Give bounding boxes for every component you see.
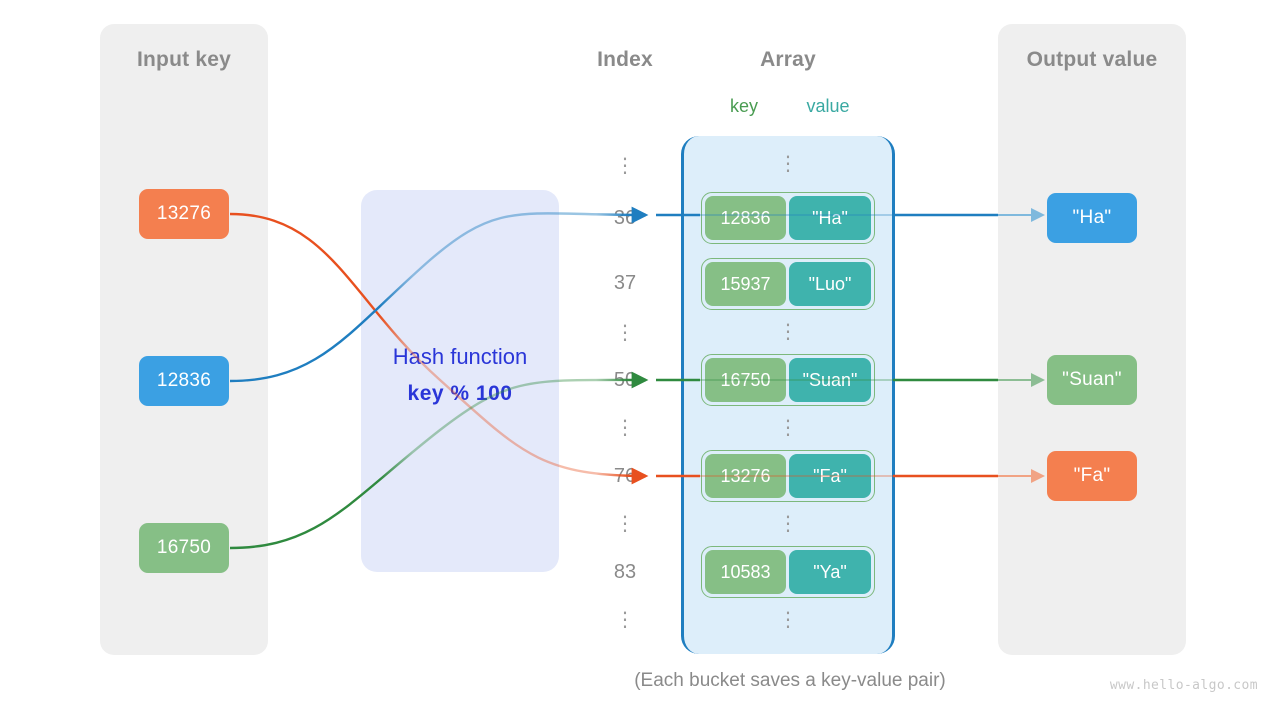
- output-value-chip-suan[interactable]: "Suan": [1047, 355, 1137, 405]
- bucket-key-cell: 10583: [705, 550, 786, 594]
- index-dots-top: ⋮: [615, 155, 635, 177]
- array-container: ⋮ ⋮ ⋮ ⋮ ⋮ 12836 "Ha" 15937 "Luo" 16750 "…: [681, 136, 895, 654]
- bucket-key-cell: 16750: [705, 358, 786, 402]
- index-dots-bottom: ⋮: [615, 609, 635, 631]
- bucket-value-cell: "Ya": [789, 550, 871, 594]
- hash-function-box: Hash function key % 100: [361, 190, 559, 572]
- bucket-index-76[interactable]: 13276 "Fa": [701, 450, 875, 502]
- output-value-panel: Output value: [998, 24, 1186, 655]
- index-dots-2: ⋮: [615, 322, 635, 344]
- output-value-panel-title: Output value: [1026, 48, 1158, 71]
- input-key-chip-12836[interactable]: 12836: [139, 356, 229, 406]
- bucket-index-50[interactable]: 16750 "Suan": [701, 354, 875, 406]
- value-column-label: value: [806, 96, 850, 116]
- index-value-36: 36: [613, 207, 637, 229]
- array-dots-2: ⋮: [778, 321, 798, 343]
- diagram-caption: (Each bucket saves a key-value pair): [634, 670, 946, 691]
- index-value-37: 37: [613, 272, 637, 294]
- bucket-value-cell: "Suan": [789, 358, 871, 402]
- bucket-index-83[interactable]: 10583 "Ya": [701, 546, 875, 598]
- index-dots-4: ⋮: [615, 513, 635, 535]
- array-dots-3: ⋮: [778, 417, 798, 439]
- bucket-key-cell: 13276: [705, 454, 786, 498]
- bucket-index-37[interactable]: 15937 "Luo": [701, 258, 875, 310]
- bucket-value-cell: "Luo": [789, 262, 871, 306]
- index-column: ⋮ 36 37 ⋮ 50 ⋮ 76 ⋮ 83 ⋮: [596, 140, 654, 640]
- hash-function-expression: key % 100: [407, 382, 513, 405]
- bucket-key-cell: 15937: [705, 262, 786, 306]
- array-dots-top: ⋮: [778, 153, 798, 175]
- index-value-83: 83: [613, 561, 637, 583]
- index-dots-3: ⋮: [615, 417, 635, 439]
- key-column-label: key: [729, 96, 758, 116]
- output-value-chip-ha[interactable]: "Ha": [1047, 193, 1137, 243]
- array-dots-4: ⋮: [778, 513, 798, 535]
- array-column-title: Array: [760, 48, 816, 71]
- bucket-key-cell: 12836: [705, 196, 786, 240]
- hash-function-label: Hash function: [392, 344, 528, 369]
- input-key-panel-title: Input key: [137, 48, 231, 71]
- bucket-value-cell: "Fa": [789, 454, 871, 498]
- input-key-chip-16750[interactable]: 16750: [139, 523, 229, 573]
- input-key-chip-13276[interactable]: 13276: [139, 189, 229, 239]
- output-value-chip-fa[interactable]: "Fa": [1047, 451, 1137, 501]
- index-value-50: 50: [613, 369, 637, 391]
- site-watermark: www.hello-algo.com: [1109, 678, 1258, 693]
- bucket-value-cell: "Ha": [789, 196, 871, 240]
- index-column-title: Index: [597, 48, 653, 71]
- bucket-index-36[interactable]: 12836 "Ha": [701, 192, 875, 244]
- array-dots-bottom: ⋮: [778, 609, 798, 631]
- index-value-76: 76: [613, 465, 637, 487]
